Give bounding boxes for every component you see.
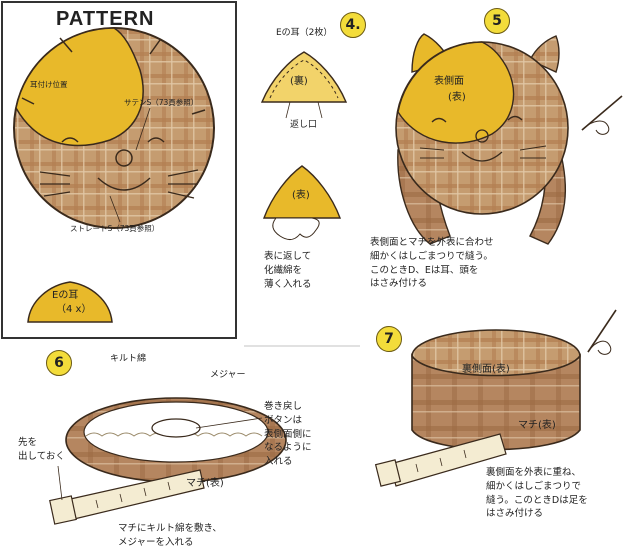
step4-note: 表に返して 化繊綿を 薄く入れる — [264, 250, 312, 291]
step6-note: マチにキルト綿を敷き、 メジャーを入れる — [118, 522, 222, 550]
step6-note-line: メジャーを入れる — [118, 536, 194, 548]
step-7-number: 7 — [384, 331, 394, 347]
step5-note-line: はさみ付ける — [370, 278, 428, 290]
step6-rewind-note: 巻き戻し ボタンは 表側面側に なるように 入れる — [264, 400, 312, 469]
step5-note: 表側面とマチを外表に合わせ 細かくはしごまつりで縫う。 このときD、Eは耳、頭を… — [370, 236, 494, 291]
step-5-badge: 5 — [484, 8, 510, 34]
step7-note-line: 細かくはしごまつりで — [486, 480, 582, 492]
step-4-number: 4. — [345, 17, 361, 33]
step6-gusset-label: マチ(表) — [186, 478, 224, 489]
step7-gusset-label: マチ(表) — [518, 420, 556, 431]
step4-back-label: (裏) — [290, 76, 308, 87]
pattern-title: PATTERN — [56, 8, 155, 30]
pattern-face — [13, 27, 215, 229]
step5-note-line: 細かくはしごまつりで縫う。 — [370, 250, 493, 262]
step4-opening-label: 返し口 — [290, 120, 318, 130]
step7-back-side-label: 裏側面(表) — [462, 364, 510, 375]
step6-tip-line: 出しておく — [18, 450, 65, 462]
step6-measure-label: メジャー — [210, 370, 246, 380]
step6-note-line: マチにキルト綿を敷き、 — [118, 523, 222, 534]
step4-ear-back — [260, 51, 348, 119]
step-5-number: 5 — [492, 13, 502, 29]
ear-piece-label: Eの耳 — [52, 290, 79, 301]
step7-note-line: はさみ付ける — [486, 508, 544, 520]
step-7-badge: 7 — [376, 326, 402, 352]
step4-ear-front — [263, 165, 341, 240]
straight-stitch-label: ストレートS（73頁参照） — [70, 224, 160, 233]
pattern-frame — [1, 1, 237, 339]
step-6-number: 6 — [54, 355, 64, 371]
step6-rewind-line: 表側面側に — [264, 428, 312, 440]
step7-assembled — [374, 309, 617, 487]
step5-cat-body — [395, 33, 623, 245]
step6-quilt-label: キルト綿 — [110, 354, 147, 364]
step5-note-line: このときD、Eは耳、頭を — [370, 264, 479, 276]
step6-rewind-line: 巻き戻し — [264, 401, 303, 412]
step-6-badge: 6 — [46, 350, 72, 376]
step6-tip-note: 先を 出しておく — [18, 436, 65, 464]
satin-stitch-label: サテンS（73頁参照） — [124, 98, 199, 107]
pattern-ear-piece — [27, 281, 113, 323]
step-4-badge: 4. — [340, 12, 366, 38]
step6-tip-line: 先を — [18, 437, 38, 448]
step7-note-line: 裏側面を外表に重ね、 — [486, 467, 582, 478]
step4-note-line: 化繊綿を — [264, 264, 303, 276]
step5-note-line: 表側面とマチを外表に合わせ — [370, 237, 494, 248]
step5-side-face-label: (表) — [448, 92, 466, 103]
step4-front-label: (表) — [292, 190, 310, 201]
ear-piece-count: （4 x） — [56, 304, 92, 315]
step5-side-label: 表側面 — [434, 76, 464, 87]
step7-note-line: 縫う。このときDは足を — [486, 494, 588, 506]
step6-rewind-line: ボタンは — [264, 414, 303, 426]
step4-note-line: 表に返して — [264, 251, 312, 262]
step4-ear-count-label: Eの耳（2枚） — [276, 28, 333, 38]
step7-note: 裏側面を外表に重ね、 細かくはしごまつりで 縫う。このときDは足を はさみ付ける — [486, 466, 588, 521]
step6-rewind-line: なるように — [264, 442, 312, 454]
step6-rewind-line: 入れる — [264, 456, 293, 468]
step4-note-line: 薄く入れる — [264, 278, 312, 290]
step6-tape-ring — [49, 397, 287, 525]
ear-position-label: 耳付け位置 — [30, 80, 68, 89]
